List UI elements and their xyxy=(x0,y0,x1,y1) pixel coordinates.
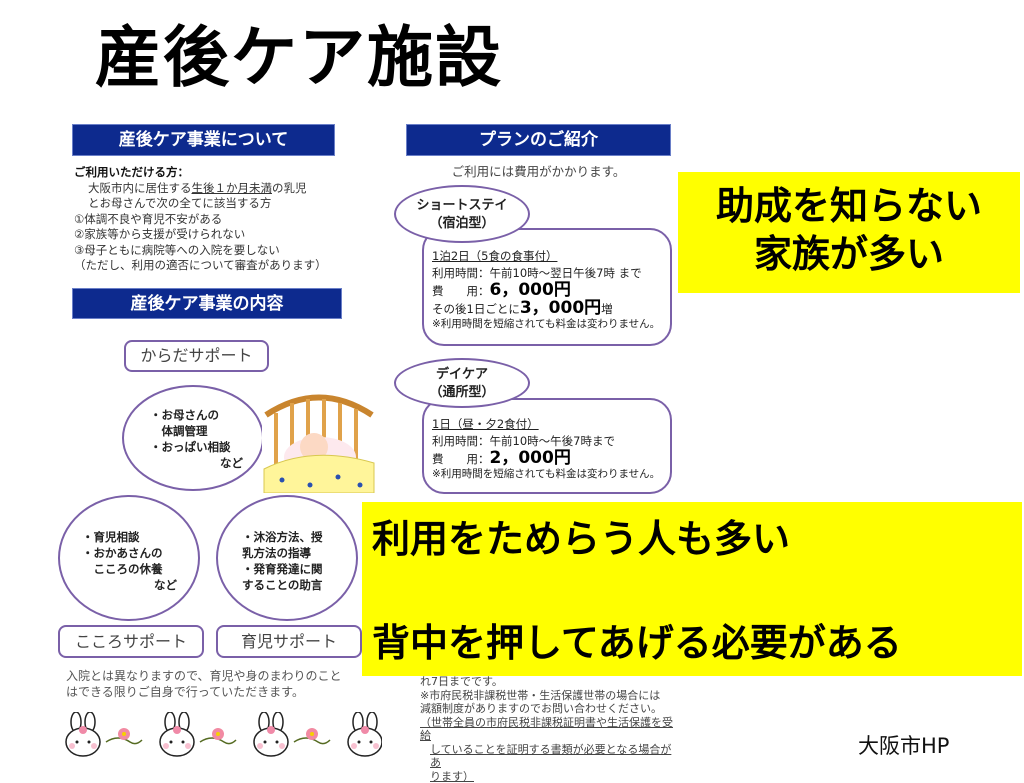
fee-note: ご利用には費用がかかります。 xyxy=(406,164,671,180)
plan-note: ※利用時間を短縮されても料金は変わりません。 xyxy=(432,318,670,331)
hospital-note: 入院とは異なりますので、育児や身のまわりのこと はできる限りご自身で行っていただ… xyxy=(66,668,366,700)
eligible-label: ご利用いただける方： xyxy=(74,165,364,181)
short-stay-plan-box: 1泊2日（5食の食事付） 利用時間：午前10時～翌日午後7時 まで 費 用：6，… xyxy=(422,228,672,346)
section-header-about: 産後ケア事業について xyxy=(72,124,335,156)
eligible-text: 大阪市内に居住する xyxy=(88,181,192,195)
note-line: れ7日までです。 xyxy=(420,675,680,689)
plan-name: ショートステイ xyxy=(396,197,528,215)
circle-line: ・沐浴方法、授 xyxy=(242,529,356,545)
circle-line: することの助言 xyxy=(242,577,356,593)
circle-line: ・発育発達に関 xyxy=(242,561,356,577)
plan-duration: 1泊2日（5食の食事付） xyxy=(432,248,670,265)
note-line: ※市府民税非課税世帯・生活保護世帯の場合には xyxy=(420,689,680,703)
callout-hesitation: 利用をためらう人も多い 背中を押してあげる必要がある xyxy=(362,502,1022,676)
circle-line: ・おかあさんの xyxy=(82,545,198,561)
plan-name: デイケア xyxy=(396,366,528,384)
eligible-age: 生後１か月未満 xyxy=(192,181,273,195)
body-support-circle: ・お母さんの 体調管理 ・おっぱい相談 など xyxy=(122,385,264,491)
fee-label: 費 用： xyxy=(432,284,490,298)
plan-fee: 2，000円 xyxy=(490,448,571,468)
callout-line: 家族が多い xyxy=(678,230,1020,278)
condition-item: ②家族等から支援が受けられない xyxy=(74,227,364,243)
day-care-plan-box: 1日（昼・夕2食付） 利用時間：午前10時～午後7時まで 費 用：2，000円 … xyxy=(422,398,672,494)
plan-duration: 1日（昼・夕2食付） xyxy=(432,416,670,433)
note-line: はできる限りご自身で行っていただきます。 xyxy=(66,684,366,700)
fee-label: 費 用： xyxy=(432,452,490,466)
plan-note: ※利用時間を短縮されても料金は変わりません。 xyxy=(432,468,670,481)
callout-unaware-of-subsidy: 助成を知らない 家族が多い xyxy=(678,172,1020,293)
plan-type: （宿泊型） xyxy=(396,215,528,233)
slide-title: 産後ケア施設 xyxy=(95,4,503,100)
circle-line: 体調管理 xyxy=(150,423,262,439)
condition-item: ①体調不良や育児不安がある xyxy=(74,212,364,228)
circle-line: ・おっぱい相談 xyxy=(150,439,262,455)
note-line: していることを証明する書類が必要となる場合があ xyxy=(420,743,680,770)
condition-item: ③母子ともに病院等への入院を要しない xyxy=(74,243,364,259)
body-support-label: からだサポート xyxy=(124,340,269,372)
extra-fee: 3，000円 xyxy=(520,298,601,318)
condition-note: （ただし、利用の適否について審査があります） xyxy=(74,258,364,274)
circle-line: 乳方法の指導 xyxy=(242,545,356,561)
callout-line: 助成を知らない xyxy=(678,182,1020,230)
mind-support-label: こころサポート xyxy=(58,625,204,658)
circle-line: こころの休養 xyxy=(82,561,198,577)
day-care-label: デイケア （通所型） xyxy=(394,358,530,408)
mind-support-circle: ・育児相談 ・おかあさんの こころの休養 など xyxy=(58,495,200,621)
circle-line: など xyxy=(82,577,198,593)
childcare-support-circle: ・沐浴方法、授 乳方法の指導 ・発育発達に関 することの助言 xyxy=(216,495,358,621)
childcare-support-label: 育児サポート xyxy=(216,625,362,658)
eligible-text: の乳児 xyxy=(272,181,307,195)
circle-line: ・お母さんの xyxy=(150,407,262,423)
callout-line: 利用をためらう人も多い xyxy=(372,508,790,563)
plan-type: （通所型） xyxy=(396,384,528,402)
plan-fee: 6，000円 xyxy=(490,280,571,300)
baby-crib-illustration xyxy=(262,385,376,493)
circle-line: など xyxy=(150,455,262,471)
callout-line: 背中を押してあげる必要がある xyxy=(372,612,902,667)
eligibility-block: ご利用いただける方： 大阪市内に居住する生後１か月未満の乳児 とお母さんで次の全… xyxy=(74,165,364,274)
bunny-flower-border xyxy=(62,712,382,758)
note-line: ります） xyxy=(420,770,680,783)
reduction-note: れ7日までです。 ※市府民税非課税世帯・生活保護世帯の場合には 減額制度がありま… xyxy=(420,675,680,783)
note-line: 減額制度がありますのでお問い合わせください。 xyxy=(420,702,680,716)
short-stay-label: ショートステイ （宿泊型） xyxy=(394,185,530,243)
section-header-plans: プランのご紹介 xyxy=(406,124,671,156)
source-credit: 大阪市HP xyxy=(858,730,949,760)
extra-fee-text: その後1日ごとに xyxy=(432,302,520,316)
section-header-content: 産後ケア事業の内容 xyxy=(72,288,342,319)
eligible-text: とお母さんで次の全てに該当する方 xyxy=(74,196,364,212)
extra-fee-text: 増 xyxy=(601,302,613,316)
note-line: （世帯全員の市府民税非課税証明書や生活保護を受給 xyxy=(420,716,680,743)
circle-line: ・育児相談 xyxy=(82,529,198,545)
note-line: 入院とは異なりますので、育児や身のまわりのこと xyxy=(66,668,366,684)
